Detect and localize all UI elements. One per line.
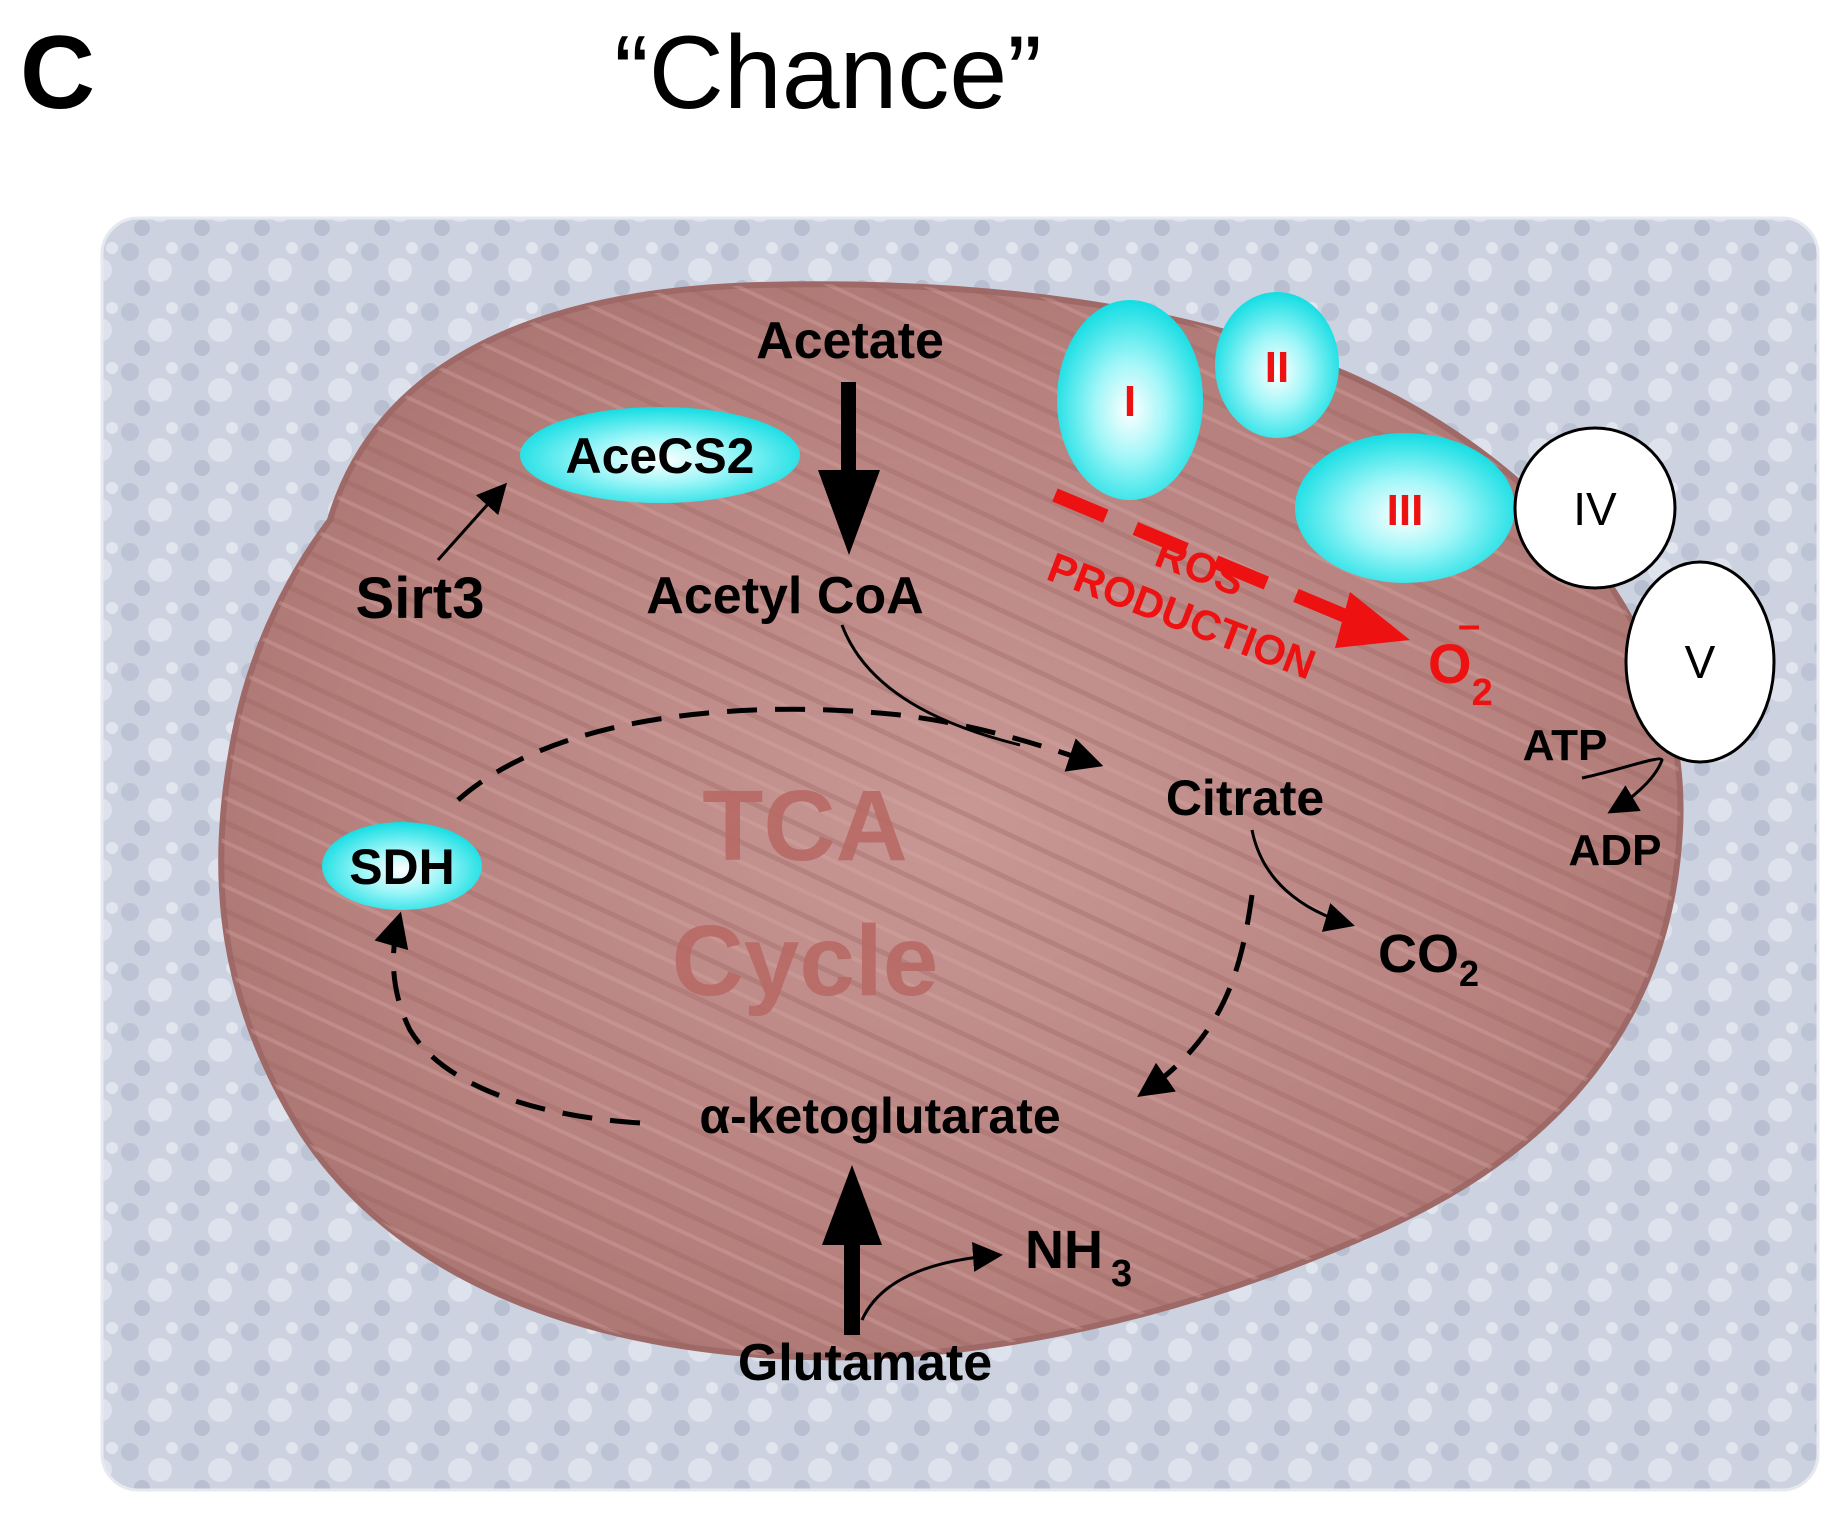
tca-label-line2: Cycle bbox=[672, 905, 939, 1017]
co2-main: CO bbox=[1378, 924, 1459, 984]
o2-subscript: 2 bbox=[1472, 672, 1493, 714]
acecs2-label: AceCS2 bbox=[566, 428, 755, 484]
acetyl-coa-label: Acetyl CoA bbox=[646, 567, 923, 625]
atp-label: ATP bbox=[1523, 721, 1608, 770]
nh3-subscript: 3 bbox=[1111, 1253, 1132, 1295]
complex-v-label: V bbox=[1685, 636, 1716, 688]
complex-v: V bbox=[1624, 560, 1776, 764]
citrate-to-co2-arrow bbox=[1250, 829, 1355, 932]
figure-title: “Chance” bbox=[614, 15, 1042, 131]
atp-to-adp-arrow bbox=[1581, 757, 1664, 814]
mitochondrion bbox=[218, 281, 1684, 1361]
complex-ii: II bbox=[1215, 292, 1339, 438]
sirt3-label: Sirt3 bbox=[356, 566, 485, 631]
complex-iv: IV bbox=[1513, 426, 1677, 590]
co2-subscript: 2 bbox=[1459, 953, 1479, 994]
sirt3-to-acecs2-arrow bbox=[436, 482, 507, 561]
sdh-label: SDH bbox=[349, 839, 455, 895]
cell-background bbox=[102, 218, 1818, 1490]
glutamate-to-nh3-arrow bbox=[860, 1241, 1003, 1321]
glutamate-label: Glutamate bbox=[738, 1334, 992, 1392]
nh3-main: NH bbox=[1025, 1220, 1103, 1280]
ros-dashed-arrow bbox=[1052, 488, 1410, 648]
complex-i: I bbox=[1057, 300, 1203, 500]
acetate-label: Acetate bbox=[756, 312, 944, 370]
complex-iii-label: III bbox=[1387, 486, 1424, 535]
complex-iii: III bbox=[1295, 433, 1515, 583]
acetate-to-acetylcoa-arrow bbox=[818, 382, 880, 555]
tca-cycle-dashed-path bbox=[374, 706, 1255, 1126]
acetylcoa-to-citrate-arrow bbox=[840, 624, 1021, 747]
superoxide-label: O2 bbox=[1428, 632, 1493, 714]
co2-label: CO2 bbox=[1378, 924, 1479, 994]
tca-label-line1: TCA bbox=[702, 770, 908, 882]
complex-i-label: I bbox=[1124, 377, 1136, 426]
akg-label: α-ketoglutarate bbox=[699, 1088, 1060, 1144]
complex-iv-label: IV bbox=[1573, 483, 1617, 535]
adp-label: ADP bbox=[1569, 826, 1662, 875]
acecs2-enzyme: AceCS2 bbox=[520, 407, 800, 503]
o2-main: O bbox=[1428, 632, 1472, 695]
panel-frame bbox=[100, 216, 1820, 1492]
panel-letter: C bbox=[20, 15, 95, 131]
sdh-enzyme: SDH bbox=[322, 822, 482, 910]
complex-ii-label: II bbox=[1265, 343, 1289, 392]
o2-superscript: – bbox=[1458, 603, 1480, 647]
glutamate-to-akg-arrow bbox=[822, 1165, 882, 1335]
citrate-label: Citrate bbox=[1166, 770, 1324, 826]
